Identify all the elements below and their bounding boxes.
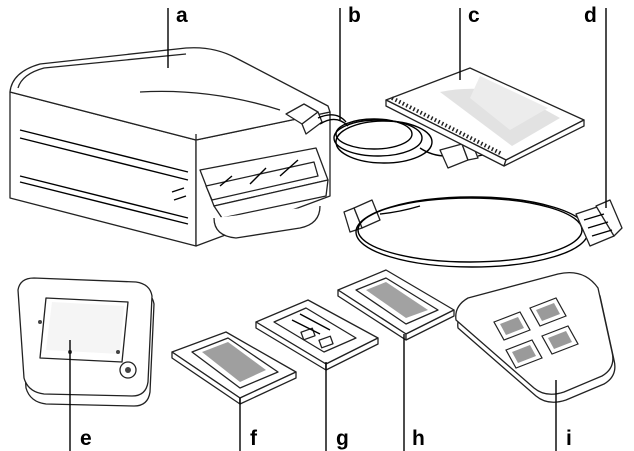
- interface-cable-illustration: [343, 196, 623, 268]
- power-cord-illustration: [285, 103, 489, 169]
- label-e: e: [80, 427, 92, 450]
- label-a: a: [176, 4, 188, 27]
- manual-illustration: [385, 67, 585, 167]
- scanner-illustration: [9, 47, 331, 247]
- callout-lines: [69, 8, 607, 451]
- label-d: d: [584, 4, 597, 27]
- film-holder-f-illustration: [171, 331, 297, 405]
- label-b: b: [348, 4, 361, 27]
- callout-labels: a b c d e f g h i: [80, 4, 597, 450]
- film-holder-h-illustration: [337, 269, 455, 341]
- film-holder-e-illustration: [17, 277, 155, 407]
- label-g: g: [336, 427, 349, 450]
- label-c: c: [468, 4, 480, 27]
- film-holder-i-illustration: [455, 271, 616, 403]
- film-holder-g-illustration: [255, 299, 379, 371]
- label-h: h: [412, 427, 425, 450]
- label-i: i: [566, 427, 572, 450]
- label-f: f: [250, 427, 258, 450]
